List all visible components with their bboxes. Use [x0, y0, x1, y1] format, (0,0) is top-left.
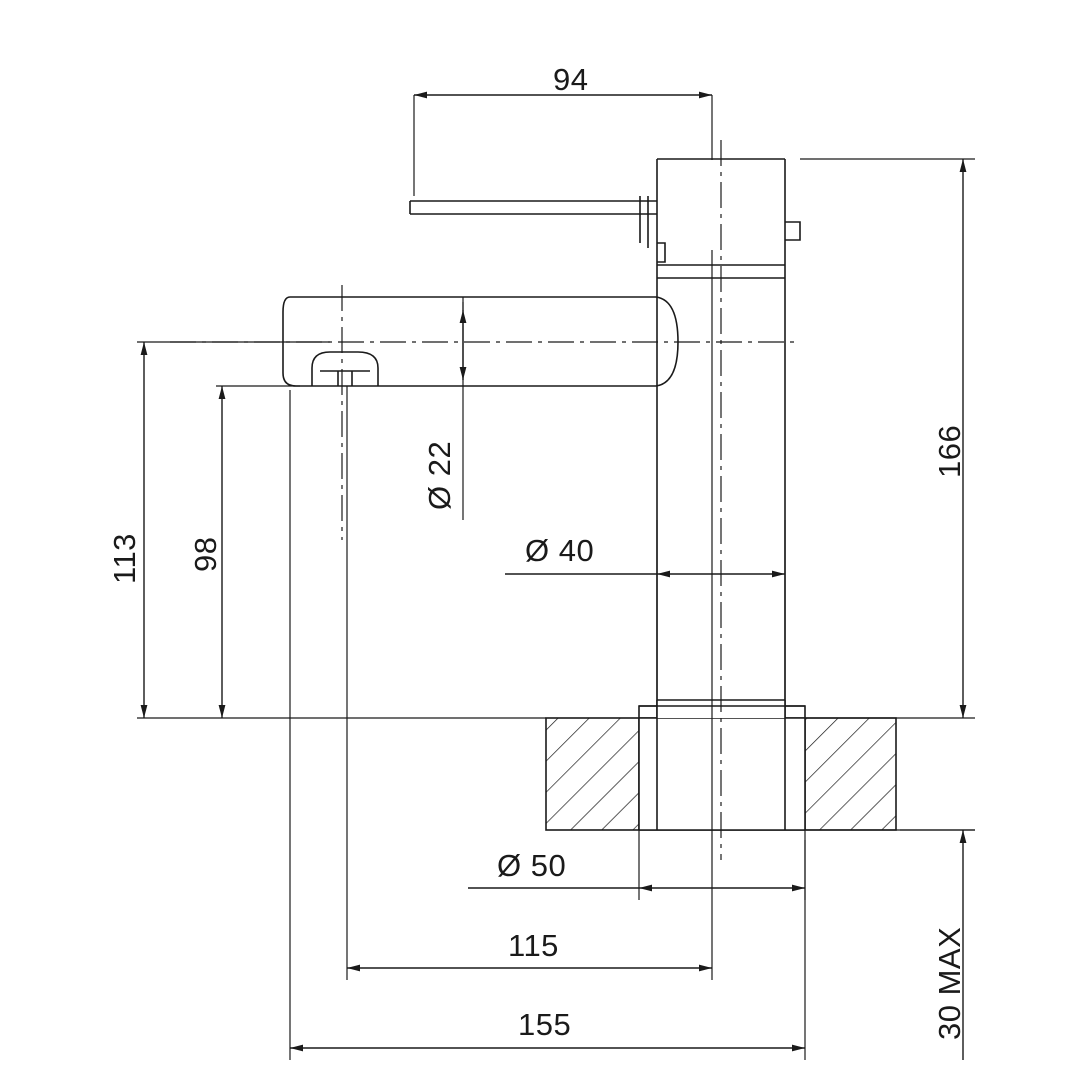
- faucet-body-outline: [282, 158, 801, 718]
- dimension-lines: [140, 91, 967, 1060]
- dimension-label-113: 113: [107, 533, 142, 584]
- extension-lines: [137, 95, 975, 1060]
- dimension-label-166: 166: [932, 424, 967, 478]
- dimension-label-diameter-22: Ø 22: [422, 440, 457, 510]
- dimension-label-diameter-50: Ø 50: [497, 848, 567, 883]
- mounting-surface-hatch: [545, 699, 897, 831]
- dimension-label-115: 115: [508, 928, 559, 963]
- dimension-label-94: 94: [553, 62, 589, 97]
- dimension-label-30-max: 30 MAX: [932, 926, 967, 1040]
- dimension-label-diameter-40: Ø 40: [525, 533, 595, 568]
- dimension-label-98: 98: [188, 536, 223, 572]
- dimension-label-155: 155: [518, 1007, 572, 1042]
